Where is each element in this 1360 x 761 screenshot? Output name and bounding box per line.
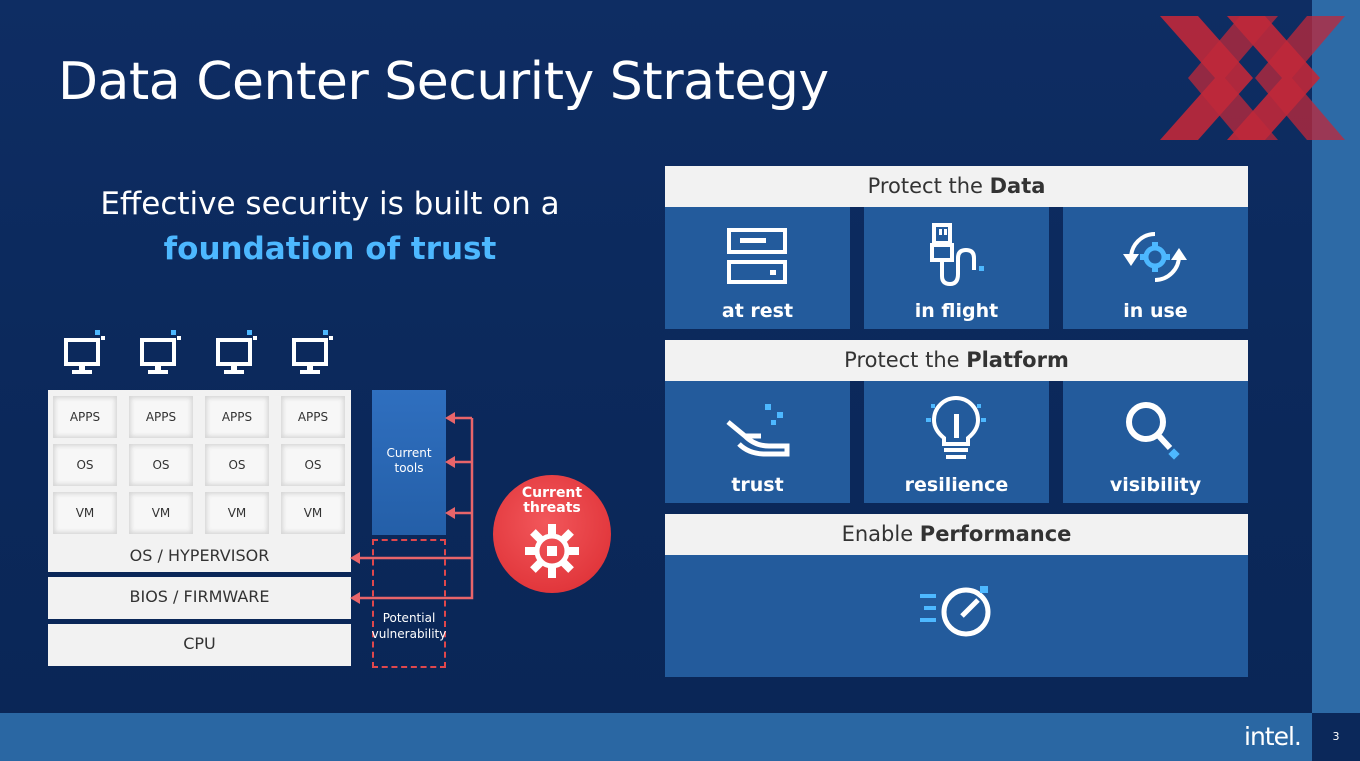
footer-bar	[0, 713, 1360, 761]
tile-label: resilience	[904, 474, 1009, 496]
watermark-icon	[1160, 16, 1345, 140]
magnifier-icon	[1126, 402, 1180, 460]
apps-cell: APPS	[205, 396, 269, 438]
vulnerability-box	[372, 539, 446, 668]
tile-label: in flight	[914, 300, 999, 322]
os-cell: OS	[205, 444, 269, 486]
current-tools-box	[372, 390, 446, 535]
hand-icon	[726, 404, 790, 457]
os-cell: OS	[129, 444, 193, 486]
page-number-box	[1312, 713, 1360, 761]
vulnerability-label: Potential vulnerability	[371, 611, 447, 641]
gear-icon	[525, 524, 579, 578]
tile-visibility	[1063, 381, 1248, 503]
tile-label: trust	[731, 474, 784, 496]
apps-cell: APPS	[53, 396, 117, 438]
enable-performance-header: Enable Performance	[665, 514, 1248, 555]
tile-at-rest	[665, 207, 850, 329]
tile-label: visibility	[1109, 474, 1202, 496]
current-threats-label: Current threats	[521, 485, 583, 516]
lead-line-2: foundation of trust	[163, 231, 497, 267]
monitor-icon	[140, 330, 181, 374]
hypervisor-layer: OS / HYPERVISOR	[48, 540, 351, 572]
protect-data-header: Protect the Data	[665, 166, 1248, 207]
os-cell: OS	[53, 444, 117, 486]
cable-plug-icon	[930, 223, 984, 287]
tile-label: in use	[1123, 300, 1188, 322]
vm-cell: VM	[281, 492, 345, 534]
vm-cell: VM	[53, 492, 117, 534]
slide-title: Data Center Security Strategy	[58, 52, 829, 112]
apps-cell: APPS	[129, 396, 193, 438]
current-tools-label: Current tools	[386, 446, 432, 475]
firmware-layer: BIOS / FIRMWARE	[48, 577, 351, 619]
vm-cell: VM	[205, 492, 269, 534]
apps-cell: APPS	[281, 396, 345, 438]
vm-cell: VM	[129, 492, 193, 534]
speedometer-icon	[920, 586, 991, 637]
lightbulb-icon	[926, 396, 986, 459]
monitor-icon	[64, 330, 105, 374]
lead-line-1: Effective security is built on a	[100, 186, 560, 222]
cpu-layer: CPU	[48, 624, 351, 666]
intel-logo: intel.	[1244, 722, 1302, 751]
tile-label: at rest	[721, 300, 794, 322]
monitor-icon	[216, 330, 257, 374]
os-cell: OS	[281, 444, 345, 486]
server-icon	[727, 228, 787, 284]
monitor-icon	[292, 330, 333, 374]
protect-platform-header: Protect the Platform	[665, 340, 1248, 381]
tile-performance	[665, 555, 1248, 677]
threat-arrows	[350, 412, 474, 604]
gear-cycle-icon	[1123, 232, 1187, 282]
page-number: 3	[1332, 730, 1340, 743]
